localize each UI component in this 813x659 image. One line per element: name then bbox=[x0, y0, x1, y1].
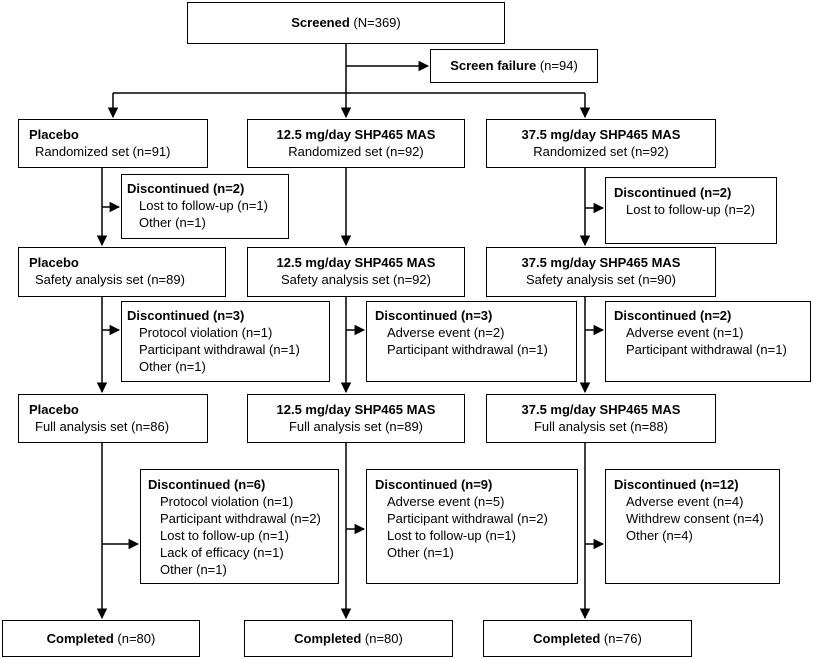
placebo-disc3-title: Discontinued (n=6) bbox=[148, 477, 266, 492]
arm-12-5mg-randomized-box: 12.5 mg/day SHP465 MAS Randomized set (n… bbox=[247, 119, 465, 168]
arm-37-5mg-randomized-title: 37.5 mg/day SHP465 MAS bbox=[521, 127, 681, 142]
arm-37-5mg-disc3-item: Withdrew consent (n=4) bbox=[626, 511, 764, 526]
arm-12-5mg-randomized-title: 12.5 mg/day SHP465 MAS bbox=[276, 127, 436, 142]
placebo-discontinued-1-box: Discontinued (n=2) Lost to follow-up (n=… bbox=[121, 174, 289, 239]
arm-37-5mg-disc1-title: Discontinued (n=2) bbox=[614, 185, 732, 200]
arm-37-5mg-safety-count: Safety analysis set (n=90) bbox=[526, 272, 676, 287]
placebo-disc1-item: Other (n=1) bbox=[139, 215, 206, 230]
arm-12-5mg-disc2-title: Discontinued (n=3) bbox=[375, 308, 493, 323]
arm-12-5mg-full-count: Full analysis set (n=89) bbox=[288, 419, 424, 434]
screened-label: Screened bbox=[291, 15, 350, 30]
arm-37-5mg-randomized-count: Randomized set (n=92) bbox=[533, 144, 669, 159]
placebo-disc3-item: Lack of efficacy (n=1) bbox=[160, 545, 284, 560]
arm-12-5mg-disc2-item: Adverse event (n=2) bbox=[387, 325, 505, 340]
arm-37-5mg-randomized-box: 37.5 mg/day SHP465 MAS Randomized set (n… bbox=[486, 119, 716, 168]
arm-12-5mg-disc2-item: Participant withdrawal (n=1) bbox=[387, 342, 548, 357]
screen-failure-count: (n=94) bbox=[536, 58, 578, 73]
placebo-full-title: Placebo bbox=[29, 402, 79, 417]
arm-37-5mg-disc2-item: Participant withdrawal (n=1) bbox=[626, 342, 787, 357]
arm-37-5mg-disc3-title: Discontinued (n=12) bbox=[614, 477, 739, 492]
screen-failure-label: Screen failure bbox=[450, 58, 537, 73]
placebo-disc2-title: Discontinued (n=3) bbox=[127, 308, 245, 323]
placebo-disc2-item: Participant withdrawal (n=1) bbox=[139, 342, 300, 357]
arm-12-5mg-completed-label: Completed bbox=[294, 631, 362, 646]
arm-37-5mg-completed-box: Completed (n=76) bbox=[483, 620, 692, 657]
placebo-full-analysis-box: Placebo Full analysis set (n=86) bbox=[18, 394, 208, 443]
placebo-disc2-item: Other (n=1) bbox=[139, 359, 206, 374]
placebo-disc3-item: Other (n=1) bbox=[160, 562, 227, 577]
arm-37-5mg-discontinued-3-box: Discontinued (n=12) Adverse event (n=4) … bbox=[605, 469, 780, 584]
arm-12-5mg-randomized-count: Randomized set (n=92) bbox=[288, 144, 424, 159]
placebo-discontinued-2-box: Discontinued (n=3) Protocol violation (n… bbox=[121, 301, 330, 382]
arm-12-5mg-full-analysis-box: 12.5 mg/day SHP465 MAS Full analysis set… bbox=[247, 394, 465, 443]
placebo-disc1-title: Discontinued (n=2) bbox=[127, 181, 245, 196]
placebo-safety-title: Placebo bbox=[29, 255, 79, 270]
arm-37-5mg-safety-box: 37.5 mg/day SHP465 MAS Safety analysis s… bbox=[486, 247, 716, 297]
placebo-discontinued-3-box: Discontinued (n=6) Protocol violation (n… bbox=[140, 469, 339, 584]
arm-37-5mg-disc2-title: Discontinued (n=2) bbox=[614, 308, 732, 323]
arm-37-5mg-disc3-item: Adverse event (n=4) bbox=[626, 494, 744, 509]
arm-37-5mg-discontinued-1-box: Discontinued (n=2) Lost to follow-up (n=… bbox=[605, 177, 777, 244]
arm-12-5mg-full-title: 12.5 mg/day SHP465 MAS bbox=[276, 402, 436, 417]
screened-box: Screened (N=369) bbox=[187, 2, 505, 44]
arm-37-5mg-completed-label: Completed bbox=[533, 631, 601, 646]
arm-12-5mg-discontinued-3-box: Discontinued (n=9) Adverse event (n=5) P… bbox=[366, 469, 578, 584]
arm-12-5mg-safety-box: 12.5 mg/day SHP465 MAS Safety analysis s… bbox=[247, 247, 465, 297]
arm-12-5mg-completed-count: (n=80) bbox=[361, 631, 403, 646]
screen-failure-box: Screen failure (n=94) bbox=[430, 49, 598, 83]
arm-12-5mg-discontinued-2-box: Discontinued (n=3) Adverse event (n=2) P… bbox=[366, 301, 577, 382]
placebo-disc3-item: Protocol violation (n=1) bbox=[160, 494, 294, 509]
placebo-randomized-count: Randomized set (n=91) bbox=[35, 144, 171, 159]
arm-37-5mg-full-analysis-box: 37.5 mg/day SHP465 MAS Full analysis set… bbox=[486, 394, 716, 443]
placebo-disc3-item: Lost to follow-up (n=1) bbox=[160, 528, 289, 543]
arm-37-5mg-disc2-item: Adverse event (n=1) bbox=[626, 325, 744, 340]
arm-12-5mg-completed-box: Completed (n=80) bbox=[244, 620, 453, 657]
arm-12-5mg-disc3-item: Participant withdrawal (n=2) bbox=[387, 511, 548, 526]
placebo-completed-label: Completed bbox=[46, 631, 114, 646]
placebo-randomized-box: Placebo Randomized set (n=91) bbox=[18, 119, 208, 168]
placebo-disc3-item: Participant withdrawal (n=2) bbox=[160, 511, 321, 526]
placebo-full-count: Full analysis set (n=86) bbox=[35, 419, 170, 434]
arm-37-5mg-disc3-item: Other (n=4) bbox=[626, 528, 693, 543]
arm-12-5mg-disc3-item: Adverse event (n=5) bbox=[387, 494, 505, 509]
placebo-safety-box: Placebo Safety analysis set (n=89) bbox=[18, 247, 226, 297]
placebo-safety-count: Safety analysis set (n=89) bbox=[35, 272, 185, 287]
arm-37-5mg-completed-count: (n=76) bbox=[600, 631, 642, 646]
arm-12-5mg-disc3-item: Other (n=1) bbox=[387, 545, 454, 560]
arm-12-5mg-safety-title: 12.5 mg/day SHP465 MAS bbox=[276, 255, 436, 270]
arm-37-5mg-full-count: Full analysis set (n=88) bbox=[533, 419, 669, 434]
placebo-completed-count: (n=80) bbox=[113, 631, 156, 646]
placebo-disc1-item: Lost to follow-up (n=1) bbox=[139, 198, 268, 213]
arm-37-5mg-disc1-item: Lost to follow-up (n=2) bbox=[626, 202, 755, 217]
placebo-completed-box: Completed (n=80) bbox=[2, 620, 200, 657]
screened-count: (N=369) bbox=[349, 15, 401, 30]
arm-12-5mg-disc3-item: Lost to follow-up (n=1) bbox=[387, 528, 516, 543]
arm-37-5mg-full-title: 37.5 mg/day SHP465 MAS bbox=[521, 402, 681, 417]
arm-37-5mg-safety-title: 37.5 mg/day SHP465 MAS bbox=[521, 255, 681, 270]
arm-12-5mg-disc3-title: Discontinued (n=9) bbox=[375, 477, 493, 492]
arm-37-5mg-discontinued-2-box: Discontinued (n=2) Adverse event (n=1) P… bbox=[605, 301, 811, 382]
placebo-randomized-title: Placebo bbox=[29, 127, 79, 142]
arm-12-5mg-safety-count: Safety analysis set (n=92) bbox=[281, 272, 431, 287]
placebo-disc2-item: Protocol violation (n=1) bbox=[139, 325, 273, 340]
